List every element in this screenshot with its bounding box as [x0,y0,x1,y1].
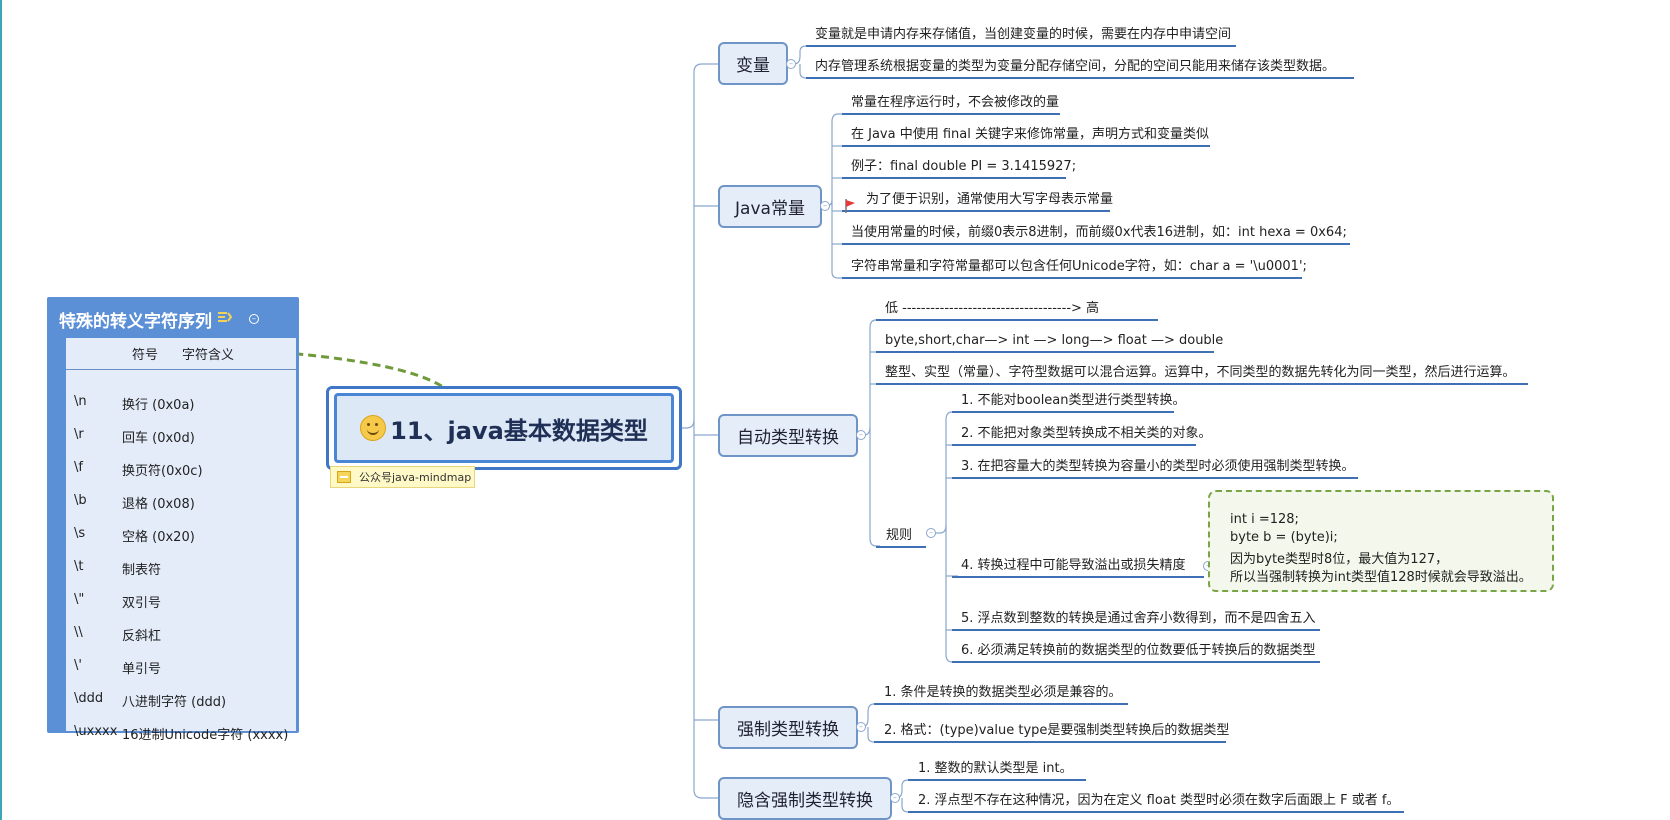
note-icon [218,312,232,322]
leaf-topic[interactable]: 1. 条件是转换的数据类型必须是兼容的。 [884,685,1122,700]
leaf-topic[interactable]: 在 Java 中使用 final 关键字来修饰常量，声明方式和变量类似 [851,127,1209,142]
leaf-topic[interactable]: 常量在程序运行时，不会被修改的量 [851,95,1060,110]
collapse-variable-button[interactable]: – [786,59,796,69]
escape-meaning: 退格 (0x08) [122,497,195,512]
escape-meaning: 换页符(0x0c) [122,464,203,479]
escape-meaning: 双引号 [122,596,162,611]
escape-table-divider [66,369,296,370]
escape-meaning: 单引号 [122,662,162,677]
escape-symbol: \s [74,526,86,541]
leaf-topic[interactable]: 变量就是申请内存来存储值，当创建变量的时候，需要在内存中申请空间 [815,27,1232,42]
leaf-topic[interactable]: byte,short,char—> int —> long—> float —>… [885,333,1224,348]
example-line: 所以当强制转换为int类型值128时候就会导致溢出。 [1230,570,1532,585]
rule-topic[interactable]: 2. 不能把对象类型转换成不相关类的对象。 [961,426,1212,441]
rule-topic[interactable]: 5. 浮点数到整数的转换是通过舍弃小数得到，而不是四舍五入 [961,611,1316,626]
escape-meaning: 回车 (0x0d) [122,431,195,446]
branch-implicit-label: 隐含强制类型转换 [737,791,873,811]
leaf-topic[interactable]: 当使用常量的时候，前缀0表示8进制，而前缀0x代表16进制，如：int hexa… [851,225,1347,240]
branch-java-constant[interactable]: Java常量 [718,185,822,228]
rule-topic[interactable]: 6. 必须满足转换前的数据类型的位数要低于转换后的数据类型 [961,643,1316,658]
escape-meaning: 换行 (0x0a) [122,398,195,413]
rule-topic[interactable]: 1. 不能对boolean类型进行类型转换。 [961,393,1186,408]
escape-symbol: \\ [74,625,83,640]
branch-auto-label: 自动类型转换 [737,428,839,448]
leaf-topic[interactable]: 1. 整数的默认类型是 int。 [918,761,1073,776]
escape-meaning: 八进制字符 (ddd) [122,695,227,710]
leaf-topic[interactable]: 为了便于识别，通常使用大写字母表示常量 [866,192,1114,207]
example-line: 因为byte类型时8位，最大值为127， [1230,552,1449,567]
escape-symbol: \uxxxx [74,724,118,739]
escape-panel-collapse-button[interactable]: – [249,314,259,324]
central-topic-title: 11、java基本数据类型 [390,416,648,445]
escape-symbol: \n [74,394,87,409]
escape-panel-title: 特殊的转义字符序列 [59,312,212,332]
smiley-icon [360,415,387,441]
branch-variable[interactable]: 变量 [718,42,788,85]
escape-table-header-symbol: 符号 [132,348,159,363]
leaf-topic[interactable]: 2. 格式：(type)value type是要强制类型转换后的数据类型 [884,723,1230,738]
escape-meaning: 制表符 [122,563,162,578]
example-line: byte b = (byte)i; [1230,530,1338,545]
escape-meaning: 反斜杠 [122,629,162,644]
rules-topic[interactable]: 规则 [886,528,913,543]
branch-constant-label: Java常量 [735,199,805,219]
branch-implicit-conversion[interactable]: 隐含强制类型转换 [718,777,892,820]
escape-symbol: \f [74,460,83,475]
escape-meaning: 空格 (0x20) [122,530,195,545]
escape-symbol: \ddd [74,691,104,706]
branch-variable-label: 变量 [736,56,770,76]
collapse-forced-button[interactable]: – [856,722,866,732]
escape-table [66,338,296,731]
leaf-topic[interactable]: 例子：final double PI = 3.1415927; [851,159,1077,174]
label-icon [337,471,351,483]
collapse-constant-button[interactable]: – [820,201,830,211]
label-text: 公众号java-mindmap [359,471,472,484]
window-edge [0,0,2,820]
collapse-rules-button[interactable]: – [926,528,936,538]
escape-symbol: \t [74,559,84,574]
escape-symbol: \" [74,592,85,607]
leaf-topic[interactable]: 字符串常量和字符常量都可以包含任何Unicode字符，如：char a = '\… [851,259,1307,274]
rule-topic[interactable]: 4. 转换过程中可能导致溢出或损失精度 [961,558,1186,573]
overflow-example-callout[interactable]: int i =128; byte b = (byte)i; 因为byte类型时8… [1208,490,1554,592]
example-line: int i =128; [1230,512,1299,527]
branch-forced-label: 强制类型转换 [737,720,839,740]
branch-auto-conversion[interactable]: 自动类型转换 [718,414,858,457]
flag-icon [845,199,855,213]
central-topic[interactable]: 11、java基本数据类型 [334,393,674,463]
leaf-topic[interactable]: 整型、实型（常量）、字符型数据可以混合运算。运算中，不同类型的数据先转化为同一类… [885,365,1516,380]
escape-symbol: \' [74,658,82,673]
rule-topic[interactable]: 3. 在把容量大的类型转换为容量小的类型时必须使用强制类型转换。 [961,459,1355,474]
collapse-implicit-button[interactable]: – [890,793,900,803]
escape-symbol: \r [74,427,84,442]
central-topic-label: 公众号java-mindmap [330,466,475,488]
escape-meaning: 16进制Unicode字符 (xxxx) [122,728,289,743]
leaf-topic[interactable]: 2. 浮点型不存在这种情况，因为在定义 float 类型时必须在数字后面跟上 F… [918,793,1400,808]
leaf-topic[interactable]: 内存管理系统根据变量的类型为变量分配存储空间，分配的空间只能用来储存该类型数据。 [815,59,1336,74]
collapse-auto-button[interactable]: – [856,430,866,440]
branch-forced-conversion[interactable]: 强制类型转换 [718,706,858,749]
escape-symbol: \b [74,493,87,508]
leaf-topic[interactable]: 低 ------------------------------------> … [885,301,1100,316]
escape-table-header-meaning: 字符含义 [182,348,235,363]
